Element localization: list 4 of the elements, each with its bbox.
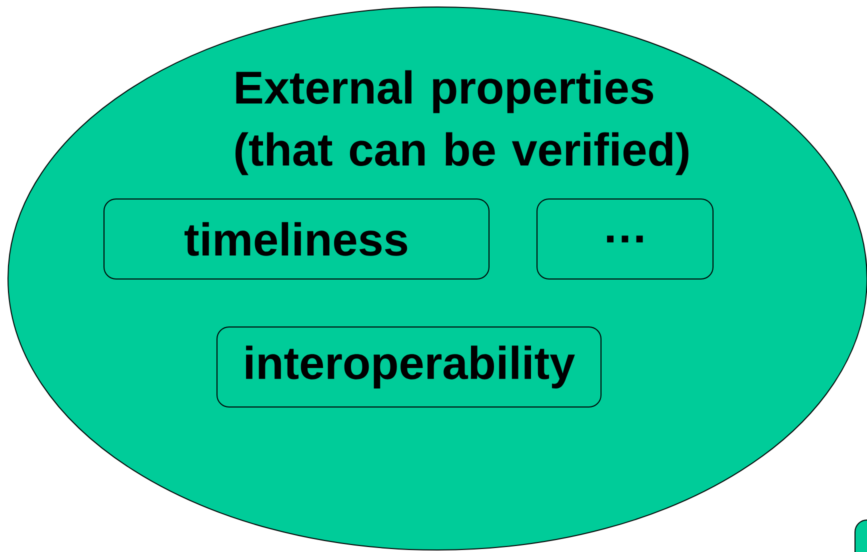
text-box: timeliness [104, 198, 490, 280]
text-box: interoperability [216, 326, 602, 408]
text-box: … [536, 198, 714, 280]
box [854, 520, 867, 552]
